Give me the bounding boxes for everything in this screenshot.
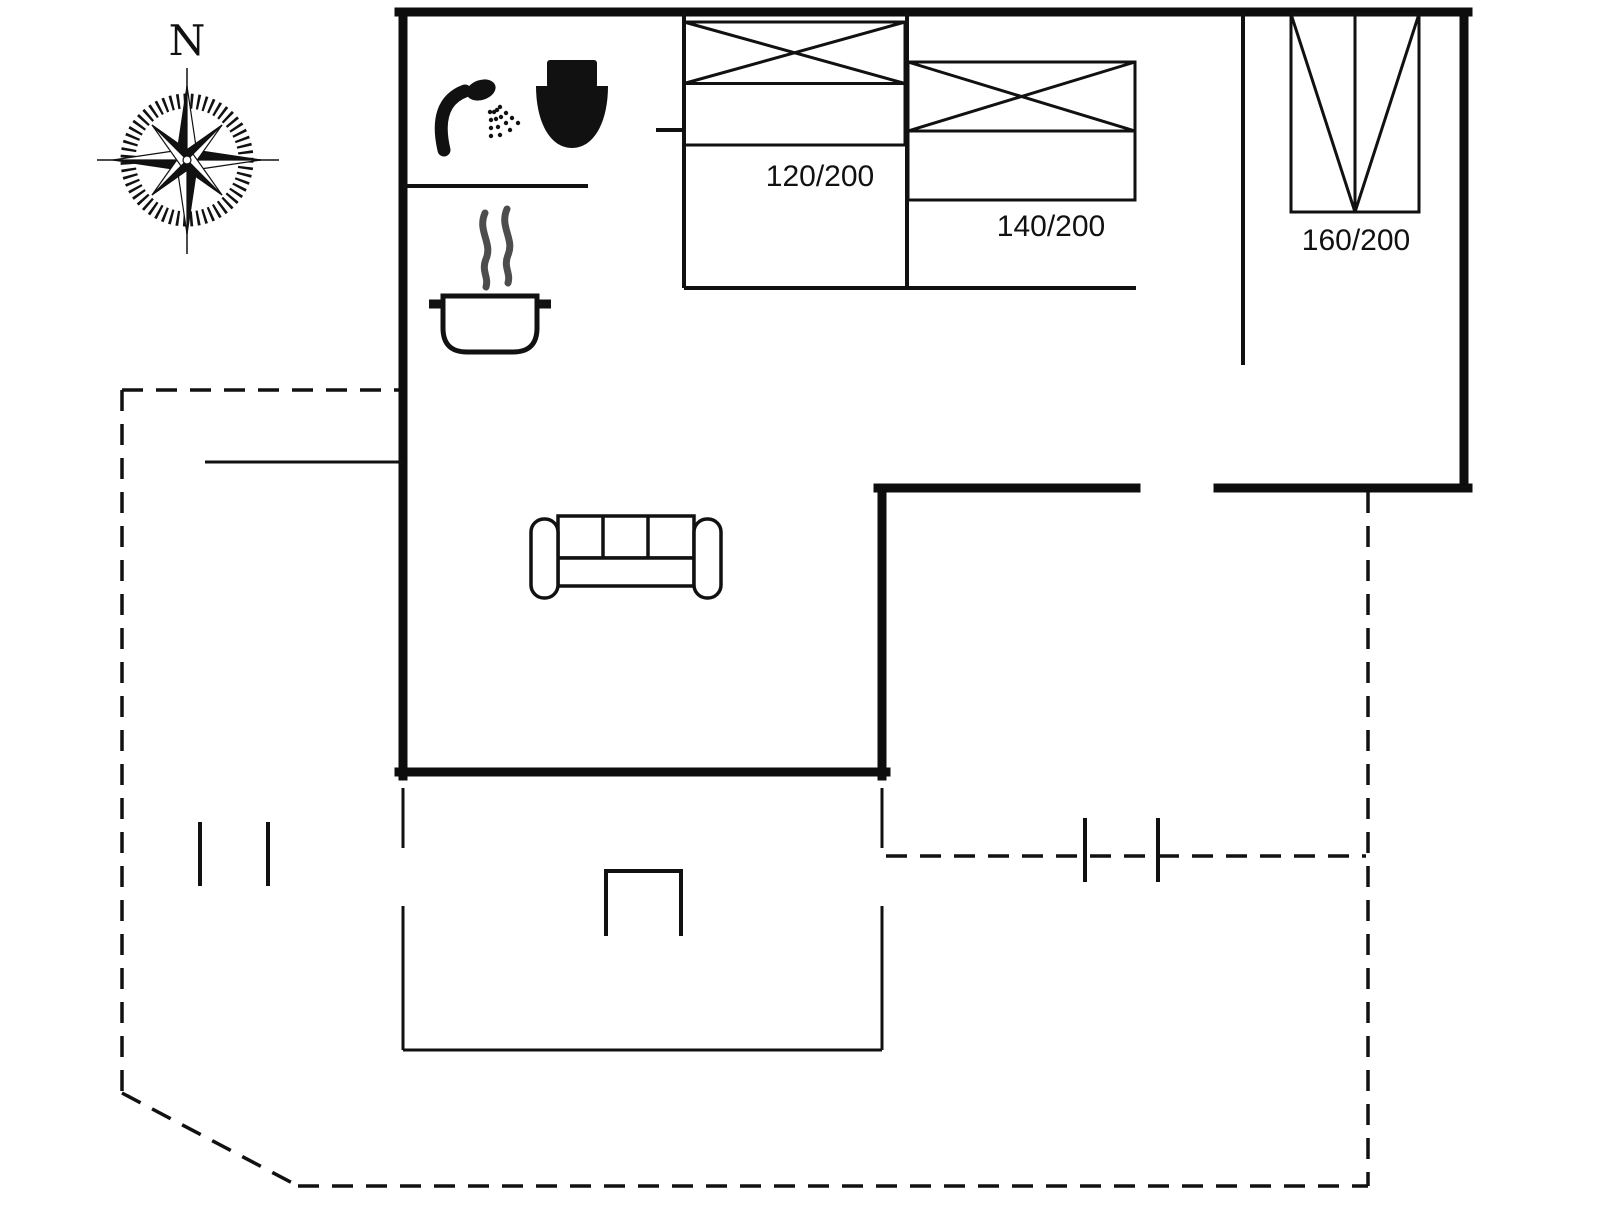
bed-diagonal	[683, 20, 906, 85]
bed-symbol-160x200	[1289, 12, 1421, 214]
sofa-arm-right	[692, 517, 723, 600]
steam-wisp	[479, 209, 492, 291]
bed-diagonal	[1289, 13, 1357, 213]
step-icon	[604, 869, 683, 936]
compass-rose-icon	[97, 68, 279, 254]
bed-140-label: 140/200	[997, 210, 1105, 243]
toilet-bowl	[536, 86, 608, 148]
shower-icon	[434, 79, 521, 157]
steam-wisp	[501, 205, 514, 287]
compass-star-points	[112, 85, 262, 235]
cooking-pot-icon	[429, 205, 551, 355]
bed-symbol-120x200	[682, 20, 907, 147]
bed-diagonal	[907, 60, 1136, 133]
terrace-dashed-boundary	[120, 388, 1370, 1188]
sofa-seat-front	[556, 556, 696, 588]
terrace-dashed-line	[121, 1091, 299, 1188]
sofa-arm-left	[529, 517, 560, 600]
shower-head	[466, 79, 496, 101]
bed-diagonal	[1353, 13, 1421, 213]
pot-body	[440, 293, 540, 355]
bed-160-label: 160/200	[1302, 224, 1410, 257]
terrace-solid-edges	[205, 460, 884, 1052]
shower-spray-dots	[487, 104, 521, 139]
toilet-tank	[547, 60, 597, 88]
toilet-icon	[536, 60, 608, 148]
railing-posts	[198, 818, 1160, 886]
bed-120-label: 120/200	[766, 160, 874, 193]
compass-north-label: N	[169, 16, 206, 65]
sofa-cushion-row	[556, 514, 696, 560]
sofa-icon	[529, 514, 723, 600]
bed-symbol-140x200	[906, 60, 1137, 202]
exterior-walls	[394, 7, 1473, 781]
shower-hose	[434, 84, 472, 157]
